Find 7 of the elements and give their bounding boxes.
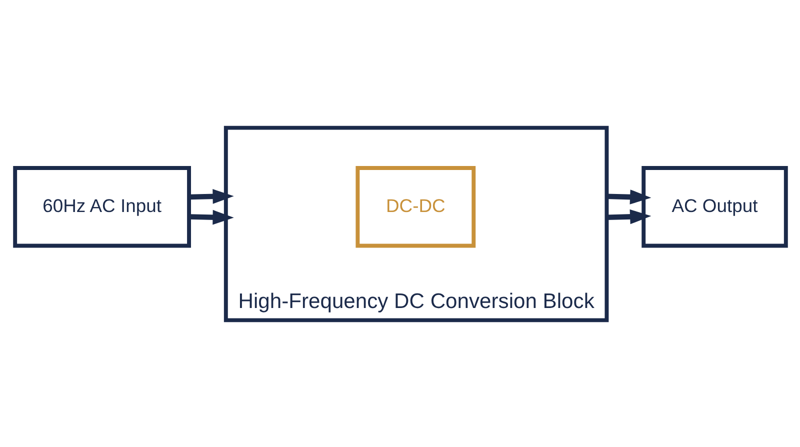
node-box: 60Hz AC Input — [12, 166, 190, 248]
arrow — [606, 208, 651, 224]
node-box: AC Output — [641, 166, 788, 248]
arrow — [188, 188, 234, 204]
arrow — [188, 209, 234, 224]
node-box: DC-DC — [355, 166, 476, 248]
arrow — [606, 189, 651, 204]
